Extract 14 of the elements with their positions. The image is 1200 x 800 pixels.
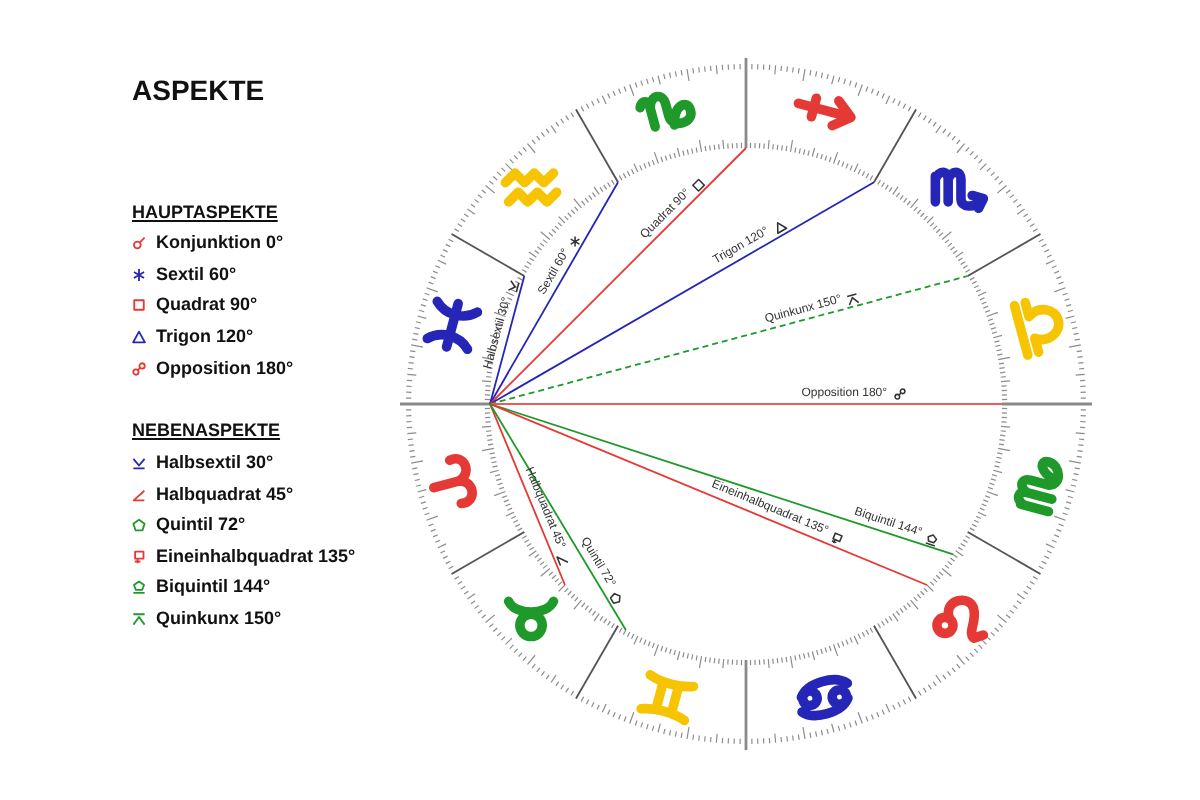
legend-text: Quintil 72° xyxy=(156,513,246,535)
legend-text: Halbsextil 30° xyxy=(156,451,274,473)
section-heading: NEBENASPEKTE xyxy=(132,419,281,441)
legend-text: Halbquadrat 45° xyxy=(156,483,294,505)
legend-text: Biquintil 144° xyxy=(156,575,271,597)
title: ASPEKTE xyxy=(132,74,265,106)
legend-text: Trigon 120° xyxy=(156,325,254,347)
legend-text: Eineinhalbquadrat 135° xyxy=(156,545,356,567)
legend-text: Konjunktion 0° xyxy=(156,231,284,253)
legend-text: Quadrat 90° xyxy=(156,293,258,315)
section-heading: HAUPTASPEKTE xyxy=(132,201,278,223)
legend-text: Opposition 180° xyxy=(156,357,294,379)
legend-text: Quinkunx 150° xyxy=(156,607,282,629)
legend-text: Sextil 60° xyxy=(156,263,237,285)
